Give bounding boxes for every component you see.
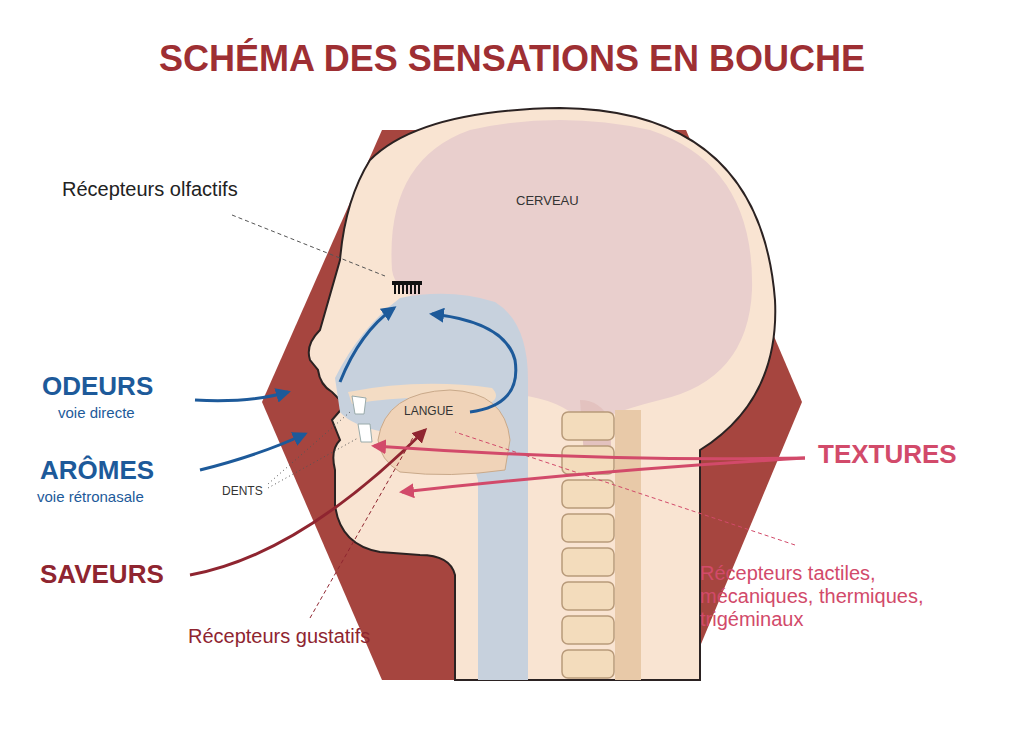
leader-line [310, 434, 415, 618]
receptor-label: Récepteurs olfactifs [62, 178, 238, 201]
texture-arrows [374, 446, 805, 492]
tongue [378, 390, 510, 475]
flavour-arrow [190, 430, 425, 575]
leader-line [232, 215, 385, 276]
olfactory-receptor [392, 281, 422, 294]
teeth-label: DENTS [222, 485, 263, 499]
route-label: voie directe [58, 404, 135, 421]
sense-heading: SAVEURS [40, 560, 164, 590]
receptor-label: Récepteurs tactiles, mécaniques, thermiq… [700, 562, 970, 631]
sense-heading: ODEURS [42, 372, 153, 402]
leader-line [268, 412, 358, 488]
sense-heading: ARÔMES [40, 456, 154, 486]
sense-heading: TEXTURES [818, 440, 957, 470]
receptor-label: Récepteurs gustatifs [188, 625, 370, 648]
leader-line [455, 432, 795, 545]
lower-tooth [358, 424, 372, 442]
brain-label: CERVEAU [516, 194, 579, 209]
vertebrae [562, 412, 614, 678]
title: SCHÉMA DES SENSATIONS EN BOUCHE [159, 38, 865, 79]
tongue-label: LANGUE [404, 405, 453, 419]
route-label: voie rétronasale [37, 488, 144, 505]
spinal-cord [615, 410, 641, 680]
odour-arrows [195, 308, 516, 470]
upper-tooth [352, 396, 366, 414]
